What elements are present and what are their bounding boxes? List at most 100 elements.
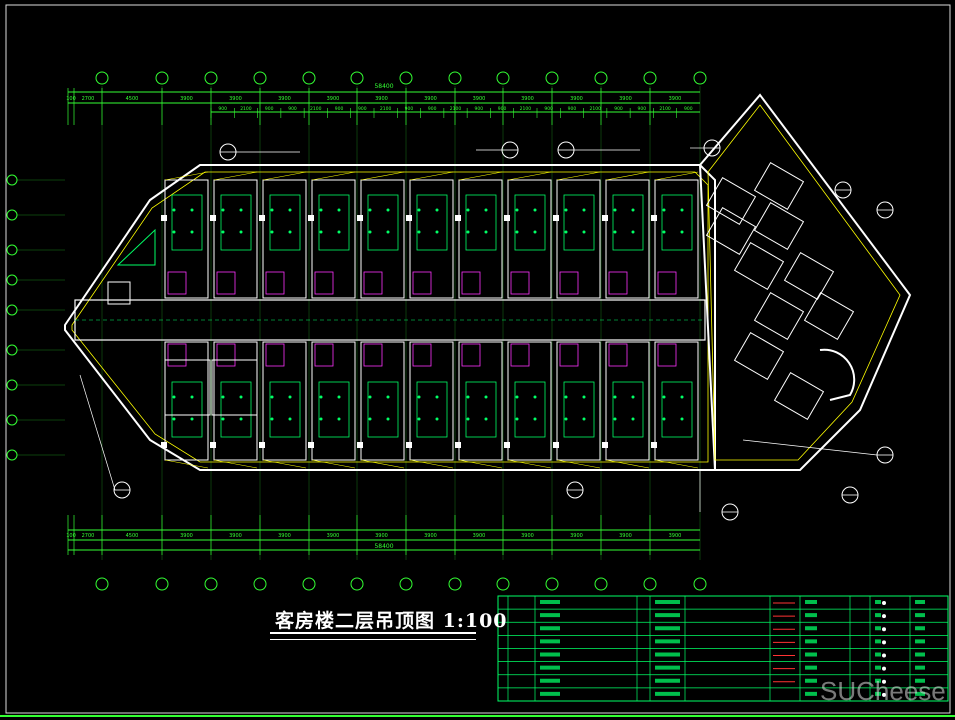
legend-entry-text — [915, 613, 925, 618]
legend-entry-text — [540, 652, 560, 657]
guest-room-bottom — [507, 341, 552, 461]
grid-bubble-top — [350, 71, 364, 85]
light-fixture — [270, 417, 274, 421]
light-fixture — [564, 395, 568, 399]
bathroom-fixture — [167, 271, 187, 295]
legend-entry-text — [875, 613, 881, 618]
dimension-text: 900 — [265, 106, 274, 112]
dimension-text: 4500 — [126, 533, 139, 539]
legend-entry-text — [875, 639, 881, 644]
bathroom-fixture — [412, 343, 432, 367]
light-fixture — [337, 208, 341, 212]
light-fixture — [221, 395, 225, 399]
dimension-total-top: 58400 — [374, 83, 393, 90]
grid-bubble-top — [155, 71, 169, 85]
ceiling-panel — [220, 381, 252, 438]
legend-entry-text — [655, 613, 680, 618]
right-wing-room — [753, 291, 805, 341]
dimension-text: 2100 — [450, 106, 462, 112]
right-wing-room — [705, 176, 757, 226]
window-bay — [556, 171, 601, 181]
window-bay — [164, 459, 209, 469]
ceiling-panel — [661, 194, 693, 251]
grid-bubble-top — [545, 71, 559, 85]
dimension-text: 3900 — [521, 96, 534, 102]
guest-room-top — [311, 179, 356, 299]
guest-room-bottom — [556, 341, 601, 461]
column — [210, 215, 216, 221]
light-fixture — [582, 208, 586, 212]
column — [308, 215, 314, 221]
light-fixture — [319, 395, 323, 399]
grid-bubble-top — [496, 71, 510, 85]
column — [504, 215, 510, 221]
column — [455, 442, 461, 448]
legend-entry-text — [655, 678, 680, 683]
column — [406, 442, 412, 448]
window-bay — [164, 171, 209, 181]
grid-bubble-left — [6, 244, 18, 256]
legend-light-symbol — [882, 640, 886, 645]
ceiling-panel — [367, 194, 399, 251]
light-fixture — [564, 417, 568, 421]
column — [161, 442, 167, 448]
legend-light-symbol — [882, 614, 886, 619]
curved-balcony — [819, 348, 856, 401]
column — [357, 442, 363, 448]
ceiling-panel — [171, 381, 203, 438]
guest-room-bottom — [654, 341, 699, 461]
window-bay — [213, 459, 258, 469]
grid-bubble-bottom — [643, 577, 657, 591]
grid-bubble-bottom — [155, 577, 169, 591]
grid-bubble-left — [6, 304, 18, 316]
window-bay — [605, 459, 650, 469]
column — [553, 442, 559, 448]
legend-entry-text — [875, 665, 881, 670]
light-fixture — [386, 230, 390, 234]
legend-entry-text — [875, 691, 881, 696]
column — [504, 442, 510, 448]
window-bay — [458, 171, 503, 181]
title-underline — [270, 632, 476, 640]
light-fixture — [319, 208, 323, 212]
column — [602, 215, 608, 221]
legend-entry-text — [915, 639, 925, 644]
column — [553, 215, 559, 221]
dimension-text: 3900 — [180, 533, 193, 539]
dimension-text: 3900 — [327, 533, 340, 539]
guest-room-bottom — [458, 341, 503, 461]
bathroom-fixture — [265, 271, 285, 295]
grid-bubble-left — [6, 174, 18, 186]
grid-bubble-top — [253, 71, 267, 85]
light-fixture — [613, 230, 617, 234]
light-fixture — [172, 417, 176, 421]
guest-room-top — [654, 179, 699, 299]
ceiling-panel — [612, 381, 644, 438]
ceiling-outline — [71, 171, 709, 463]
dimension-text: 3900 — [669, 533, 682, 539]
right-wing-room — [753, 201, 805, 251]
dimension-text: 3900 — [619, 96, 632, 102]
bathroom-fixture — [657, 343, 677, 367]
dimension-text: 3900 — [473, 96, 486, 102]
light-fixture — [368, 395, 372, 399]
window-bay — [262, 171, 307, 181]
column — [406, 215, 412, 221]
dimension-text: 900 — [637, 106, 646, 112]
light-fixture — [417, 417, 421, 421]
legend-light-symbol — [882, 627, 886, 632]
light-fixture — [435, 230, 439, 234]
light-fixture — [533, 417, 537, 421]
grid-bubble-bottom — [496, 577, 510, 591]
column — [210, 442, 216, 448]
legend-entry-text — [805, 678, 817, 683]
dimension-text: 2700 — [82, 96, 95, 102]
right-wing-outline — [698, 93, 912, 471]
column — [651, 442, 657, 448]
grid-bubble-top — [95, 71, 109, 85]
legend-entry-text — [540, 665, 560, 670]
right-wing-room — [783, 251, 835, 301]
right-wing-room — [733, 241, 785, 291]
light-fixture — [368, 230, 372, 234]
